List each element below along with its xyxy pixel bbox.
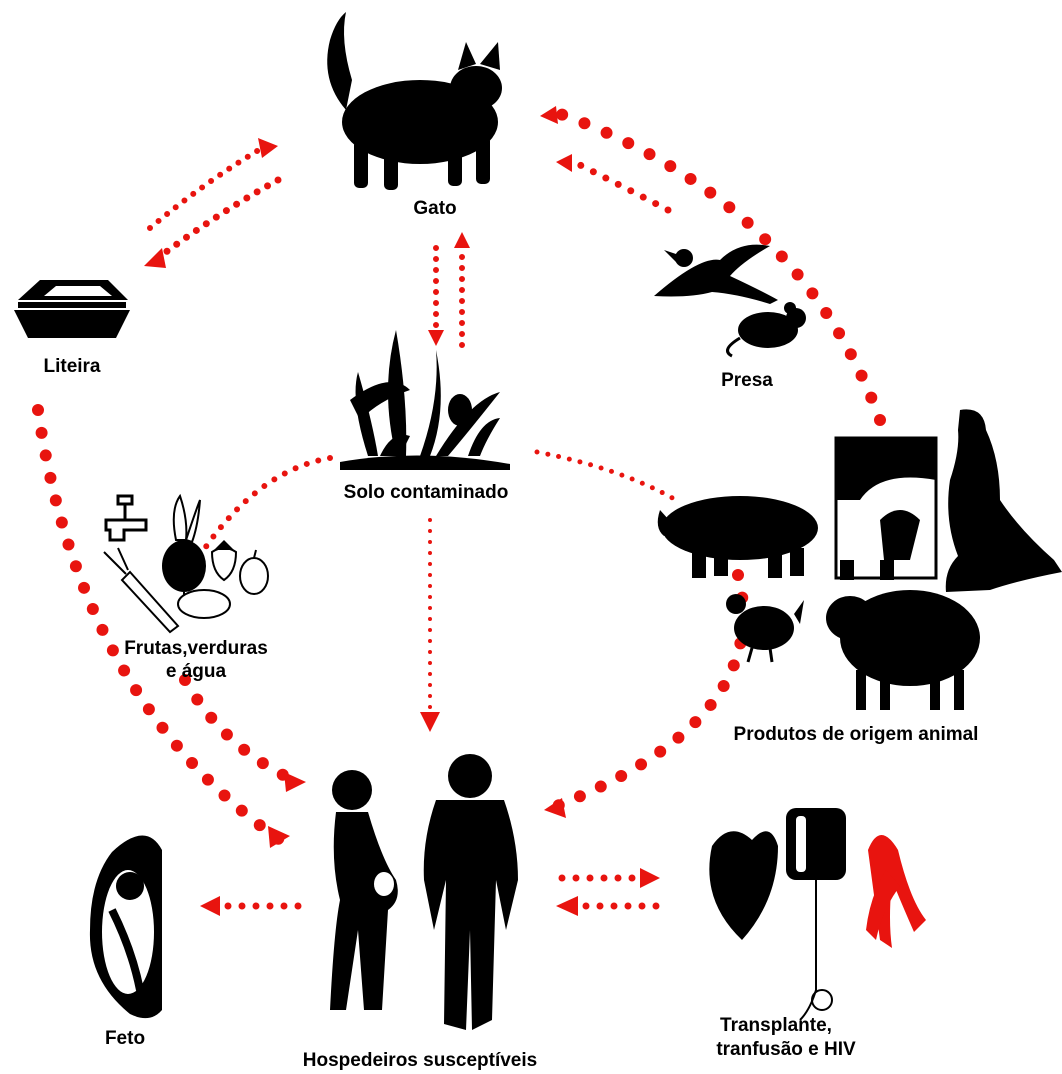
plant-icon <box>340 330 510 470</box>
label-transplant-line1: Transplante, <box>720 1015 832 1036</box>
carrot-icon <box>103 547 180 634</box>
arrow-soil-to-animals <box>534 449 679 503</box>
blood-bag-icon <box>786 808 846 1021</box>
arrowhead <box>540 106 558 124</box>
arrowhead <box>544 798 566 818</box>
label-produce-line1: Frutas,verduras <box>124 638 268 659</box>
arrow-litter-to-cat <box>147 145 265 231</box>
sheep-icon <box>826 590 980 710</box>
label-hosts: Hospedeiros susceptíveis <box>302 1050 538 1071</box>
arrowhead <box>556 154 572 172</box>
cat-icon <box>327 12 502 190</box>
label-cat: Gato <box>413 198 457 219</box>
arrow-litter-to-hosts <box>32 404 286 846</box>
cow-icon <box>834 436 938 580</box>
label-transplant-line2: tranfusão e HIV <box>716 1039 856 1060</box>
label-prey: Presa <box>721 370 773 391</box>
label-litter: Liteira <box>43 356 101 377</box>
bird-icon <box>654 244 778 304</box>
apple-icon <box>239 549 269 595</box>
label-animal-products: Produtos de origem animal <box>733 724 979 745</box>
ribbon-icon <box>866 835 926 948</box>
label-fetus: Feto <box>104 1028 146 1049</box>
arrowhead <box>200 896 220 916</box>
arrowhead <box>268 826 290 848</box>
arrow-prey-to-cat <box>566 156 672 214</box>
arrowhead <box>556 896 578 916</box>
arrowhead <box>144 248 166 268</box>
arrow-animals-to-hosts <box>546 569 750 814</box>
arrow-soil-to-produce <box>202 455 333 551</box>
arrow-cat-to-litter <box>154 176 282 262</box>
strawberry-icon <box>210 540 238 582</box>
chicken-icon <box>726 594 804 663</box>
arrowhead <box>258 138 278 158</box>
fetus-icon <box>89 835 162 1019</box>
arrow-produce-to-hosts <box>179 674 304 788</box>
litter-box-icon <box>14 280 130 338</box>
arrowhead <box>454 232 470 248</box>
label-soil: Solo contaminado <box>343 482 509 503</box>
label-produce-line2: e água <box>165 661 227 682</box>
kangaroo-icon <box>945 409 1062 592</box>
humans-icon <box>330 754 518 1030</box>
beet-icon <box>162 493 206 600</box>
heart-icon <box>709 831 778 940</box>
faucet-icon <box>104 494 148 542</box>
arrowhead <box>420 712 440 732</box>
arrowhead <box>428 330 444 346</box>
arrowhead <box>640 868 660 888</box>
arrowhead <box>284 772 306 792</box>
pig-icon <box>657 496 818 578</box>
mouse-icon <box>726 302 806 358</box>
potato-icon <box>177 589 231 619</box>
